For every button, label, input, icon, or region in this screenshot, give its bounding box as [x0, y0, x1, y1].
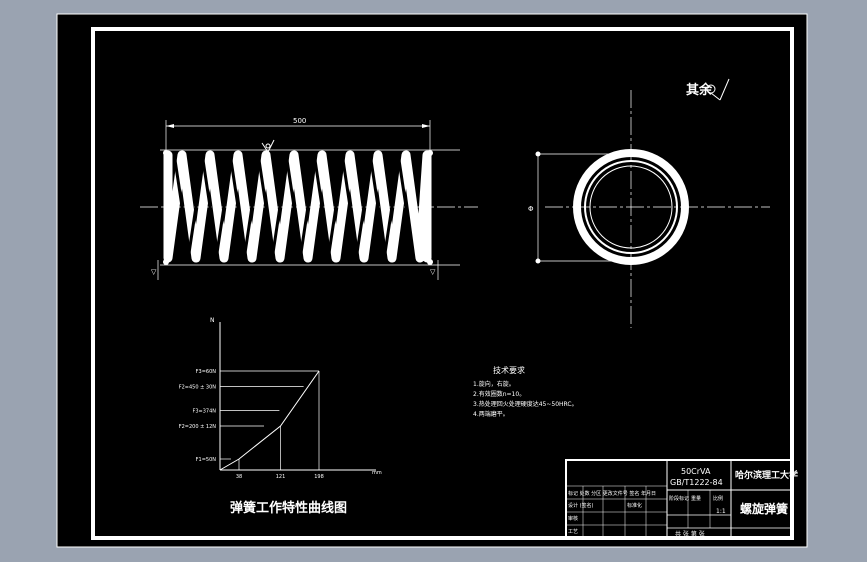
weight-label: 重量 [691, 495, 701, 502]
chart-series-line [219, 370, 320, 471]
title-block [565, 459, 793, 539]
drawing-border [91, 27, 794, 540]
drawing-sheet [56, 13, 808, 548]
chart-y-letter: N [210, 317, 215, 324]
process-row: 工艺 [568, 529, 578, 535]
surface-note: 其余 [686, 82, 713, 98]
technical-requirements: 技术要求 1.旋向，右旋。 2.有效圈数n=10。 3.热处理回火处理硬度达45… [473, 365, 578, 418]
requirement-item-3: 3.热处理回火处理硬度达45~50HRC。 [473, 400, 578, 408]
chart-y-tick-labels: F3=60N F2=450 ± 30N F3=374N F2=200 ± 12N F1=… [179, 369, 217, 463]
stage-label: 阶段标记 [669, 495, 689, 502]
requirement-item-2: 2.有效圈数n=10。 [473, 390, 525, 398]
diameter-label: Φ [528, 205, 534, 213]
requirement-item-1: 1.旋向，右旋。 [473, 380, 515, 388]
material-standard: GB/T1222-84 [670, 478, 723, 487]
designer-row: 设计 (签名) [568, 502, 594, 509]
top-roughness-icon [261, 139, 275, 153]
chart-gridlines [220, 370, 320, 470]
chart-x-tick-label: 121 [276, 474, 286, 480]
sheets-count: 共 张 第 张 [675, 530, 705, 538]
chart-x-tick-label: 198 [314, 474, 324, 480]
material-code: 50CrVA [681, 467, 711, 476]
scale-label: 比例 [713, 495, 723, 502]
chart-y-tick-label: F3=60N [196, 369, 217, 375]
roughness-symbol-icon [706, 78, 730, 101]
chart-y-tick-label: F2=200 ± 12N [179, 424, 217, 430]
scale-value: 1:1 [716, 508, 726, 515]
chart-x-letter: mm [372, 470, 382, 476]
end-mark-right: ▽ [430, 268, 436, 276]
end-mark-left: ▽ [151, 268, 157, 276]
chart-x-tick-label: 38 [236, 474, 242, 480]
characteristic-chart: N mm F3=60N F2=450 ± 30N F3=374N F2=200 ± 1… [179, 317, 382, 516]
spring-coils [163, 150, 432, 263]
review-row: 审核 [568, 515, 578, 522]
requirements-title: 技术要求 [493, 365, 525, 375]
spring-end-view: Φ [528, 90, 770, 328]
chart-y-tick-label: F3=374N [192, 409, 216, 415]
dimension-length-label: 500 [293, 117, 306, 125]
requirement-item-4: 4.两端磨平。 [473, 410, 509, 418]
standard-row: 标准化 [627, 502, 642, 509]
revision-header-row: 标记 处数 分区 更改文件号 签名 年月日 [568, 490, 656, 497]
chart-title: 弹簧工作特性曲线图 [230, 500, 347, 516]
chart-y-tick-label: F1=50N [196, 457, 217, 463]
spring-side-view: 500 ▽ ▽ [140, 117, 478, 280]
chart-x-tick-labels: 38 121 198 [236, 474, 324, 480]
chart-y-tick-label: F2=450 ± 30N [179, 384, 217, 390]
part-name: 螺旋弹簧 [740, 501, 788, 516]
organization-name: 哈尔滨理工大学 [735, 469, 798, 481]
